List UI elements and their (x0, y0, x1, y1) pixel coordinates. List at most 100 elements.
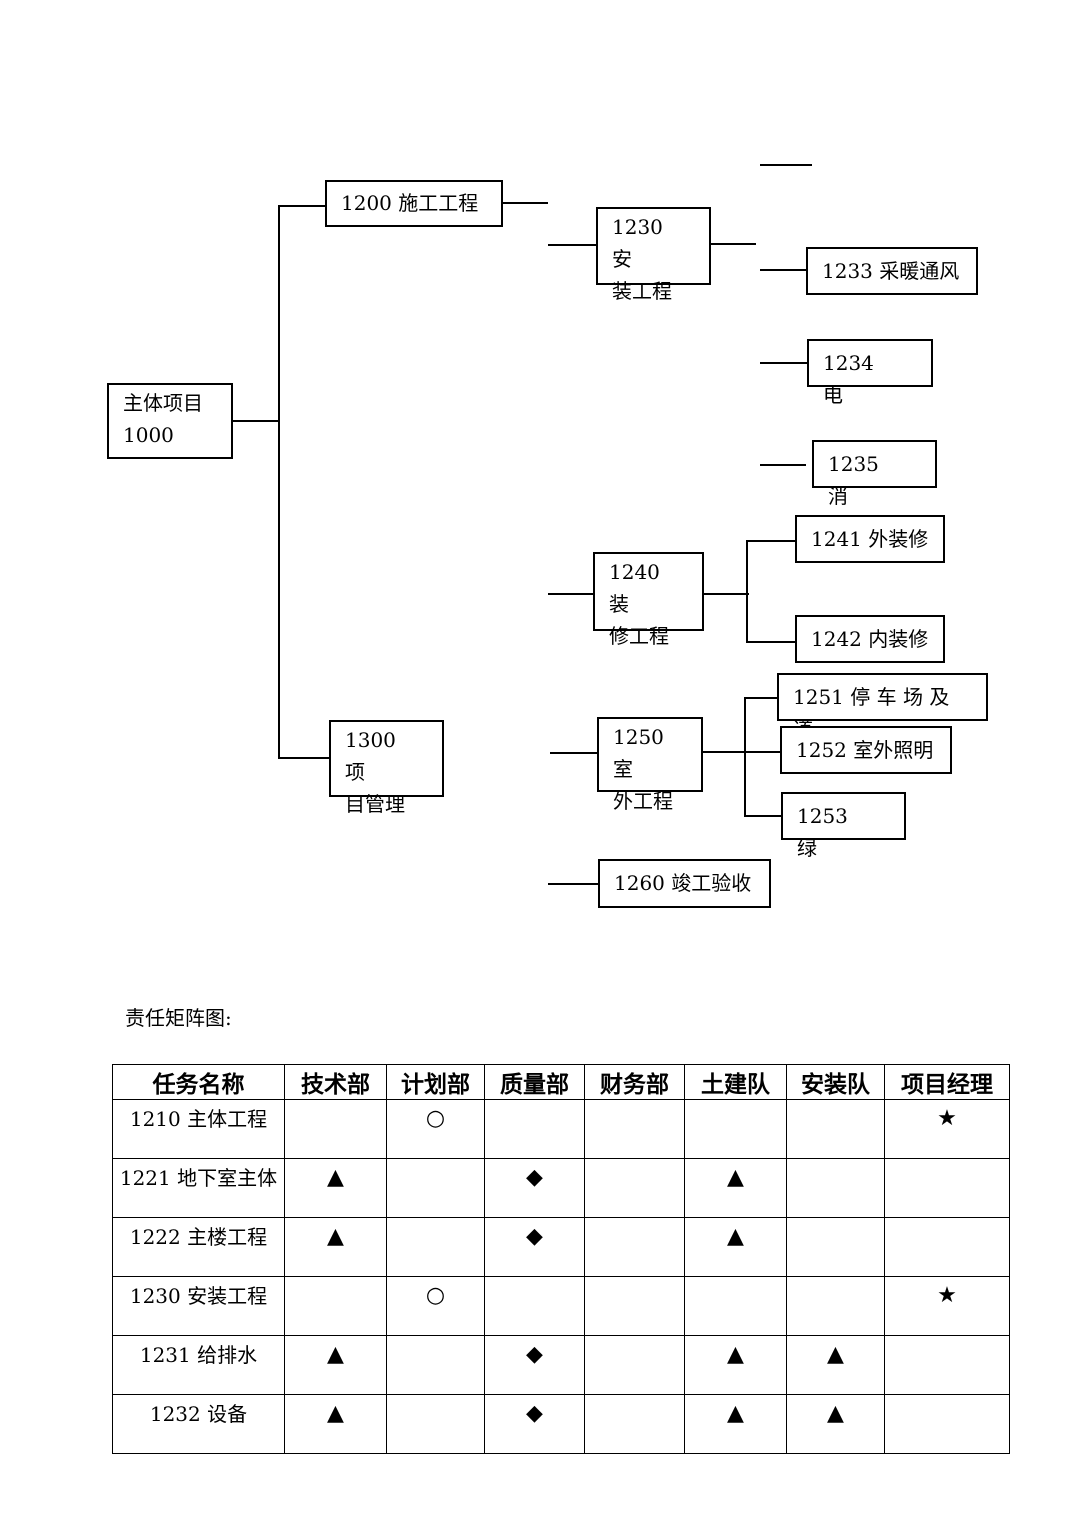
wbs-node-root: 主体项目 1000 (107, 383, 233, 459)
matrix-cell: ▲ (786, 1335, 885, 1395)
table-row: 1232 设备 ▲ ◆ ▲ ▲ (112, 1394, 1010, 1454)
matrix-cell (584, 1394, 685, 1454)
wbs-node-1200: 1200 施工工程 (325, 180, 503, 227)
matrix-cell: ◆ (484, 1394, 585, 1454)
connector-line (746, 540, 796, 542)
wbs-node-1252: 1252 室外照明 (780, 726, 952, 774)
connector-line (550, 752, 598, 754)
matrix-cell: ◆ (484, 1217, 585, 1277)
matrix-cell: ▲ (684, 1217, 787, 1277)
header-tech-dept: 技术部 (284, 1064, 387, 1100)
matrix-cell: ▲ (284, 1394, 387, 1454)
connector-line (746, 540, 748, 642)
matrix-cell (386, 1394, 485, 1454)
task-name-cell: 1230 安装工程 (112, 1276, 285, 1336)
connector-line (760, 362, 807, 364)
connector-line (502, 202, 548, 204)
table-row: 1210 主体工程 ○ ★ (112, 1099, 1010, 1159)
header-project-manager: 项目经理 (884, 1064, 1010, 1100)
matrix-cell (386, 1335, 485, 1395)
matrix-cell (484, 1099, 585, 1159)
matrix-cell (786, 1158, 885, 1218)
matrix-cell: ▲ (786, 1394, 885, 1454)
matrix-cell: ▲ (684, 1158, 787, 1218)
matrix-cell (684, 1276, 787, 1336)
wbs-node-1235: 1235 消 (812, 440, 937, 508)
matrix-cell: ▲ (684, 1335, 787, 1395)
matrix-cell (884, 1335, 1010, 1395)
connector-line (232, 420, 278, 422)
connector-line (278, 757, 330, 759)
matrix-cell: ▲ (284, 1217, 387, 1277)
matrix-cell (284, 1099, 387, 1159)
matrix-cell (884, 1158, 1010, 1218)
header-install-team: 安装队 (786, 1064, 885, 1100)
matrix-header-row: 任务名称 技术部 计划部 质量部 财务部 土建队 安装队 项目经理 (112, 1064, 1010, 1100)
connector-line (744, 815, 782, 817)
wbs-node-1260: 1260 竣工验收 (598, 859, 771, 908)
matrix-cell (584, 1335, 685, 1395)
matrix-cell: ◆ (484, 1158, 585, 1218)
connector-line (746, 641, 796, 643)
matrix-cell: ▲ (684, 1394, 787, 1454)
header-civil-team: 土建队 (684, 1064, 787, 1100)
connector-line (760, 464, 806, 466)
header-task-name: 任务名称 (112, 1064, 285, 1100)
connector-line (744, 697, 778, 699)
wbs-node-1251: 1251 停 车 场 及 道 (777, 673, 988, 741)
matrix-cell (484, 1276, 585, 1336)
task-name-cell: 1231 给排水 (112, 1335, 285, 1395)
matrix-cell (584, 1099, 685, 1159)
connector-line (701, 751, 783, 753)
connector-line (760, 164, 812, 166)
wbs-node-1250: 1250 室 外工程 (597, 717, 703, 813)
matrix-cell: ★ (884, 1099, 1010, 1159)
matrix-cell: ○ (386, 1099, 485, 1159)
connector-line (744, 697, 746, 816)
wbs-node-1233: 1233 采暖通风 (806, 247, 978, 295)
connector-line (548, 593, 594, 595)
header-planning-dept: 计划部 (386, 1064, 485, 1100)
task-name-cell: 1222 主楼工程 (112, 1217, 285, 1277)
matrix-cell (786, 1217, 885, 1277)
wbs-node-1253: 1253 绿 (781, 792, 906, 860)
matrix-cell: ○ (386, 1276, 485, 1336)
matrix-cell (884, 1394, 1010, 1454)
wbs-node-1300: 1300 项 目管理 (329, 720, 444, 816)
header-quality-dept: 质量部 (484, 1064, 585, 1100)
header-finance-dept: 财务部 (584, 1064, 685, 1100)
wbs-node-1241: 1241 外装修 (795, 515, 945, 563)
matrix-cell (786, 1099, 885, 1159)
task-name-cell: 1210 主体工程 (112, 1099, 285, 1159)
connector-line (703, 593, 749, 595)
task-name-cell: 1232 设备 (112, 1394, 285, 1454)
table-row: 1222 主楼工程 ▲ ◆ ▲ (112, 1217, 1010, 1277)
wbs-node-1234: 1234 电 (807, 339, 933, 407)
matrix-cell: ◆ (484, 1335, 585, 1395)
table-row: 1231 给排水 ▲ ◆ ▲ ▲ (112, 1335, 1010, 1395)
matrix-cell (584, 1276, 685, 1336)
connector-line (548, 883, 598, 885)
wbs-node-1242: 1242 内装修 (795, 615, 945, 663)
matrix-cell (386, 1158, 485, 1218)
matrix-cell (884, 1217, 1010, 1277)
connector-line (760, 269, 806, 271)
connector-line (548, 244, 596, 246)
matrix-cell (386, 1217, 485, 1277)
matrix-cell (284, 1276, 387, 1336)
wbs-node-1230: 1230 安 装工程 (596, 207, 711, 303)
matrix-caption: 责任矩阵图: (125, 1006, 232, 1030)
responsibility-matrix: 任务名称 技术部 计划部 质量部 财务部 土建队 安装队 项目经理 1210 主… (112, 1064, 1010, 1454)
connector-line (710, 243, 756, 245)
table-row: 1230 安装工程 ○ ★ (112, 1276, 1010, 1336)
matrix-cell (584, 1158, 685, 1218)
matrix-cell: ▲ (284, 1335, 387, 1395)
matrix-cell (786, 1276, 885, 1336)
task-name-cell: 1221 地下室主体 (112, 1158, 285, 1218)
connector-line (278, 205, 326, 207)
connector-line (278, 205, 280, 758)
matrix-cell (584, 1217, 685, 1277)
matrix-cell: ★ (884, 1276, 1010, 1336)
wbs-node-1240: 1240 装 修工程 (593, 552, 704, 648)
matrix-cell: ▲ (284, 1158, 387, 1218)
